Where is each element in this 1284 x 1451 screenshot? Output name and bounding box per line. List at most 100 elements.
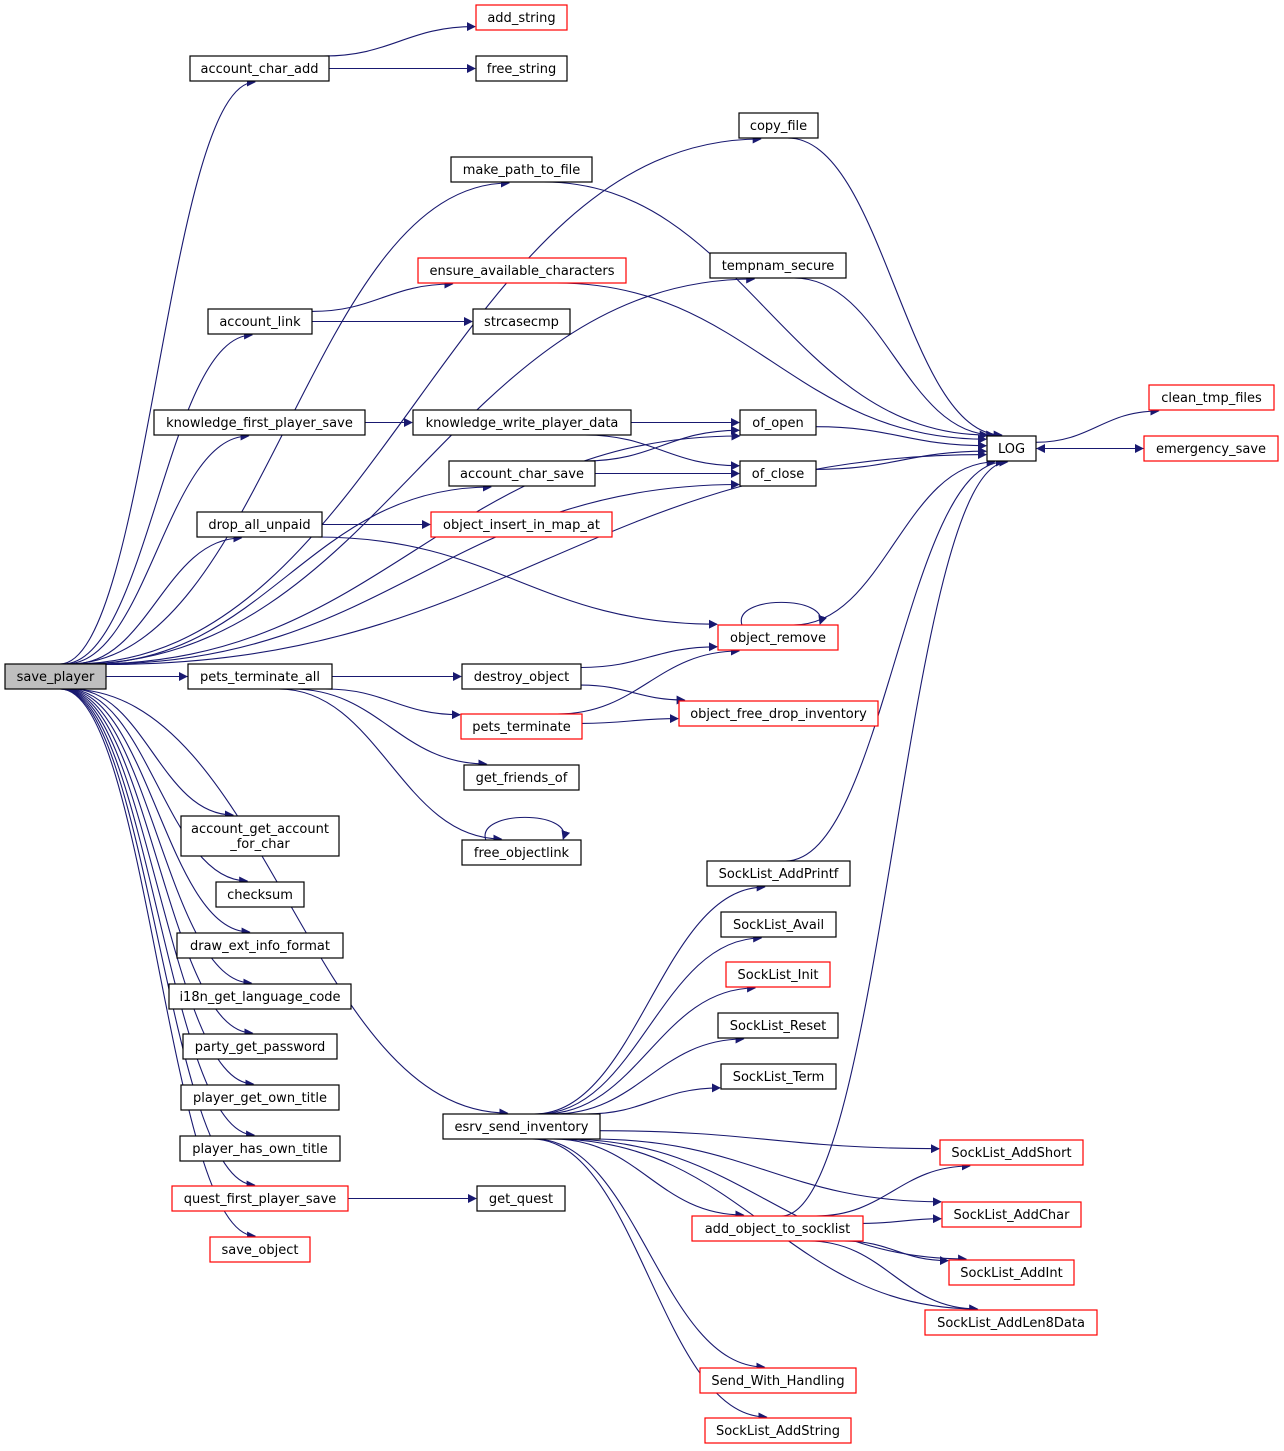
node-SockList_Reset[interactable]: SockList_Reset — [717, 1012, 839, 1039]
node-box — [986, 435, 1037, 462]
node-SockList_AddLen8Data[interactable]: SockList_AddLen8Data — [924, 1309, 1098, 1336]
node-account_get_account_for_char[interactable]: account_get_account_for_char — [180, 815, 340, 857]
node-emergency_save[interactable]: emergency_save — [1143, 435, 1279, 462]
node-checksum[interactable]: checksum — [215, 881, 305, 908]
edge-pets_terminate-to-object_free_drop_inventory — [581, 714, 679, 724]
node-label: ensure_available_characters — [429, 264, 614, 279]
node-object_remove[interactable]: object_remove — [717, 624, 839, 651]
node-label: Send_With_Handling — [711, 1374, 844, 1389]
node-box — [472, 308, 571, 335]
node-box — [207, 308, 313, 335]
node-label: copy_file — [750, 119, 807, 134]
node-box — [4, 663, 107, 690]
edge-save_player-to-i18n_get_language_code — [63, 688, 253, 988]
node-clean_tmp_files[interactable]: clean_tmp_files — [1148, 384, 1275, 411]
node-knowledge_first_player_save[interactable]: knowledge_first_player_save — [153, 409, 366, 436]
node-label: emergency_save — [1156, 442, 1266, 457]
node-strcasecmp[interactable]: strcasecmp — [472, 308, 571, 335]
node-box — [717, 624, 839, 651]
node-account_char_add[interactable]: account_char_add — [189, 55, 330, 82]
edge-account_link-to-ensure_available_characters — [311, 279, 454, 312]
edge-save_player-to-tempnam_secure — [77, 274, 756, 665]
edge-save_player-to-of_open — [91, 431, 741, 665]
node-SockList_AddString[interactable]: SockList_AddString — [704, 1417, 852, 1444]
node-account_char_save[interactable]: account_char_save — [448, 460, 596, 487]
edge-esrv_send_inventory-to-Send_With_Handling — [534, 1138, 766, 1372]
edge-account_char_save-to-of_open — [584, 425, 740, 462]
node-box — [461, 663, 582, 690]
node-add_object_to_socklist[interactable]: add_object_to_socklist — [691, 1215, 864, 1242]
node-account_link[interactable]: account_link — [207, 308, 313, 335]
edge-esrv_send_inventory-to-SockList_AddChar — [591, 1138, 942, 1207]
edge-make_path_to_file-to-LOG — [543, 181, 989, 440]
node-save_player[interactable]: save_player — [4, 663, 107, 690]
node-knowledge_write_player_data[interactable]: knowledge_write_player_data — [412, 409, 632, 436]
edge-add_object_to_socklist-to-SockList_AddChar — [862, 1214, 942, 1224]
node-LOG[interactable]: LOG — [986, 435, 1037, 462]
edge-save_player-to-drop_all_unpaid — [72, 533, 243, 665]
node-SockList_AddInt[interactable]: SockList_AddInt — [948, 1259, 1075, 1286]
node-label: pets_terminate_all — [200, 670, 320, 685]
node-of_open[interactable]: of_open — [739, 409, 817, 436]
node-ensure_available_characters[interactable]: ensure_available_characters — [417, 257, 627, 284]
node-save_object[interactable]: save_object — [209, 1236, 311, 1263]
edge-save_player-to-player_get_own_title — [61, 688, 255, 1089]
node-tempnam_secure[interactable]: tempnam_secure — [709, 252, 847, 279]
node-label: drop_all_unpaid — [208, 518, 310, 533]
node-free_string[interactable]: free_string — [475, 55, 568, 82]
node-SockList_AddShort[interactable]: SockList_AddShort — [939, 1139, 1084, 1166]
edge-esrv_send_inventory-to-SockList_Reset — [553, 1034, 745, 1115]
node-i18n_get_language_code[interactable]: i18n_get_language_code — [168, 983, 352, 1010]
node-box — [412, 409, 632, 436]
node-draw_ext_info_format[interactable]: draw_ext_info_format — [176, 932, 344, 959]
node-make_path_to_file[interactable]: make_path_to_file — [450, 156, 593, 183]
node-get_friends_of[interactable]: get_friends_of — [463, 764, 580, 791]
node-pets_terminate_all[interactable]: pets_terminate_all — [187, 663, 333, 690]
edge-object_remove-to-LOG — [793, 457, 996, 626]
node-label: knowledge_write_player_data — [426, 416, 619, 431]
node-add_string[interactable]: add_string — [475, 4, 568, 31]
node-copy_file[interactable]: copy_file — [738, 112, 819, 139]
node-box — [704, 1417, 852, 1444]
edge-esrv_send_inventory-to-SockList_AddString — [531, 1138, 768, 1422]
node-SockList_AddPrintf[interactable]: SockList_AddPrintf — [706, 860, 851, 887]
node-party_get_password[interactable]: party_get_password — [182, 1033, 338, 1060]
node-label: add_string — [487, 11, 555, 26]
node-quest_first_player_save[interactable]: quest_first_player_save — [171, 1185, 349, 1212]
node-box — [725, 961, 831, 988]
node-SockList_Init[interactable]: SockList_Init — [725, 961, 831, 988]
node-label: i18n_get_language_code — [179, 990, 340, 1005]
node-of_close[interactable]: of_close — [739, 460, 817, 487]
node-box — [720, 911, 837, 938]
node-SockList_Avail[interactable]: SockList_Avail — [720, 911, 837, 938]
edge-save_player-to-LOG — [105, 450, 987, 666]
node-destroy_object[interactable]: destroy_object — [461, 663, 582, 690]
node-player_has_own_title[interactable]: player_has_own_title — [179, 1135, 341, 1162]
node-box — [699, 1367, 857, 1394]
node-drop_all_unpaid[interactable]: drop_all_unpaid — [196, 511, 323, 538]
node-SockList_Term[interactable]: SockList_Term — [720, 1063, 837, 1090]
node-object_free_drop_inventory[interactable]: object_free_drop_inventory — [678, 700, 879, 727]
node-Send_With_Handling[interactable]: Send_With_Handling — [699, 1367, 857, 1394]
node-player_get_own_title[interactable]: player_get_own_title — [180, 1084, 340, 1111]
node-object_insert_in_map_at[interactable]: object_insert_in_map_at — [430, 511, 613, 538]
node-get_quest[interactable]: get_quest — [476, 1185, 566, 1212]
edge-save_player-to-party_get_password — [62, 688, 254, 1038]
node-label: player_has_own_title — [192, 1142, 328, 1157]
node-esrv_send_inventory[interactable]: esrv_send_inventory — [442, 1113, 601, 1140]
edge-LOG-to-clean_tmp_files — [1035, 406, 1160, 443]
node-free_objectlink[interactable]: free_objectlink — [461, 839, 582, 866]
node-box — [180, 1084, 340, 1111]
node-label: SockList_Init — [738, 968, 819, 983]
node-label: party_get_password — [195, 1040, 325, 1055]
node-SockList_AddChar[interactable]: SockList_AddChar — [941, 1201, 1082, 1228]
edge-add_object_to_socklist-to-SockList_AddShort — [815, 1161, 971, 1217]
edge-of_open-to-LOG — [815, 426, 987, 451]
node-pets_terminate[interactable]: pets_terminate — [460, 713, 583, 740]
node-label: checksum — [227, 888, 293, 903]
edge-object_remove-to-object_remove — [740, 601, 827, 626]
node-box — [179, 1135, 341, 1162]
node-box — [463, 764, 580, 791]
